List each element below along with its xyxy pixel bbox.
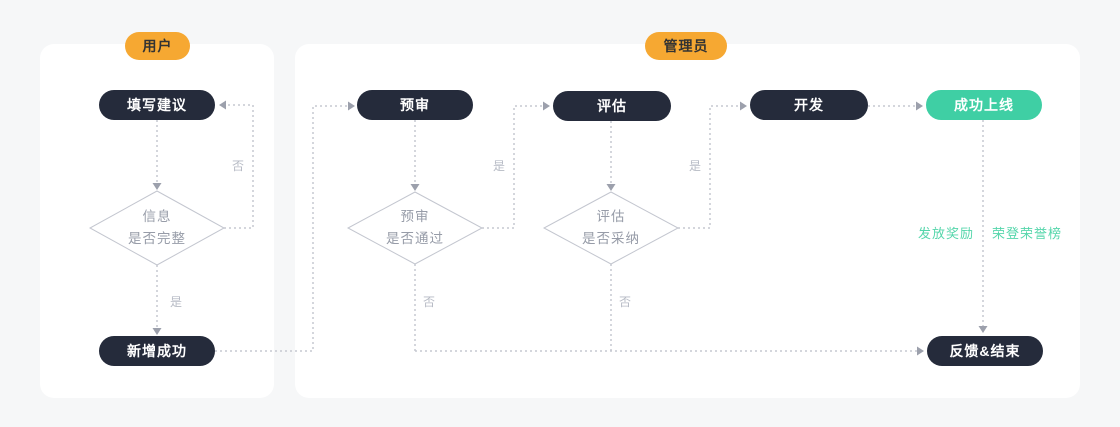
edge-addsuccess-to-prereview	[215, 105, 348, 352]
edge-label-adopt-yes: 是	[688, 159, 702, 173]
decision-review-label: 预审 是否通过	[345, 206, 485, 249]
decision-review-line2: 是否通过	[386, 230, 444, 246]
arrowheads	[152, 100, 988, 356]
decision-adopt-line2: 是否采纳	[582, 230, 640, 246]
decision-adopt-diamond[interactable]	[542, 191, 680, 265]
edge-label-info-no: 否	[231, 159, 245, 173]
node-pre-review[interactable]: 预审	[357, 90, 473, 120]
edge-label-review-no: 否	[423, 295, 437, 309]
edge-info-no-loop	[224, 104, 254, 229]
decision-info-diamond[interactable]	[88, 190, 226, 266]
decision-info-line1: 信息	[142, 209, 172, 224]
lane-badge-admin[interactable]: 管理员	[645, 32, 727, 60]
node-evaluate[interactable]: 评估	[553, 91, 671, 121]
edge-label-adopt-no: 否	[619, 295, 633, 309]
node-launch-success[interactable]: 成功上线	[926, 90, 1042, 120]
node-fill-suggestion[interactable]: 填写建议	[99, 90, 215, 120]
decision-info-label: 信息 是否完整	[87, 206, 227, 249]
decision-review-diamond[interactable]	[346, 191, 484, 265]
decision-review-line1: 预审	[400, 209, 430, 224]
edge-label-review-yes: 是	[492, 159, 506, 173]
edge-label-info-yes: 是	[170, 295, 184, 309]
node-add-success[interactable]: 新增成功	[99, 336, 215, 366]
decision-info-line2: 是否完整	[128, 230, 186, 246]
edge-adopt-yes	[678, 105, 740, 229]
decision-adopt-line1: 评估	[596, 209, 626, 224]
edge-label-reward: 发放奖励	[917, 226, 974, 241]
node-develop[interactable]: 开发	[750, 90, 868, 120]
lane-badge-user[interactable]: 用户	[125, 32, 190, 60]
edge-label-honor-roll: 荣登荣誉榜	[992, 226, 1063, 241]
edge-review-yes	[482, 105, 543, 229]
decision-adopt-label: 评估 是否采纳	[541, 206, 681, 249]
node-feedback-end[interactable]: 反馈&结束	[927, 336, 1043, 366]
